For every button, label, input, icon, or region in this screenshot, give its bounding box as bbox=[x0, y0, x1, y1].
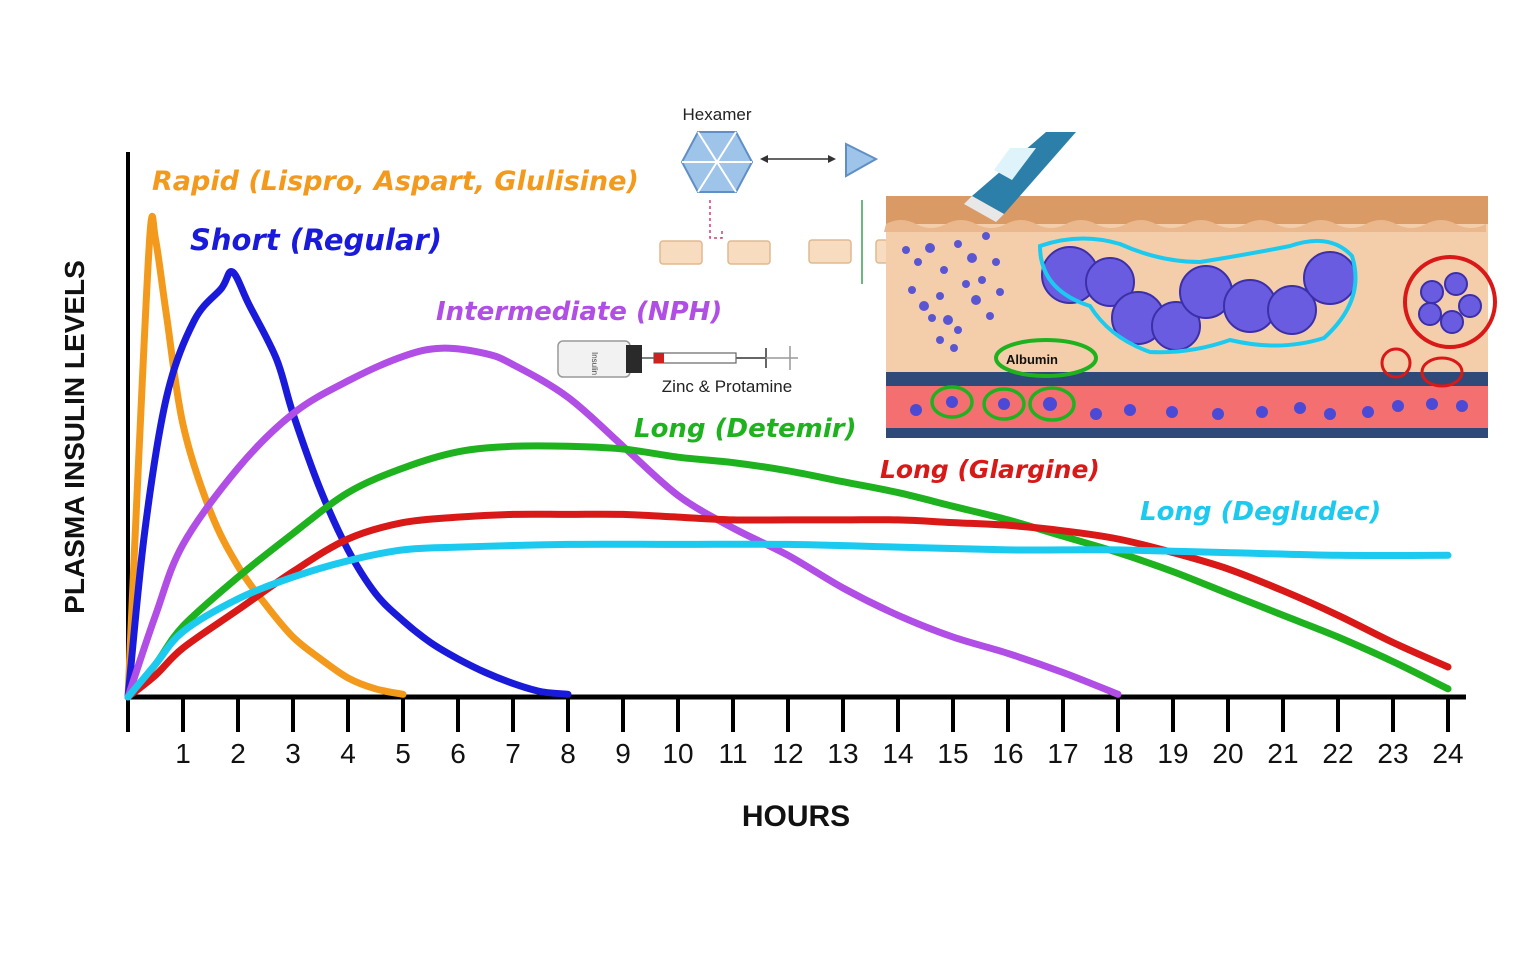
x-tick-label: 1 bbox=[175, 738, 191, 769]
albumin-label: Albumin bbox=[1006, 352, 1058, 367]
x-tick-label: 14 bbox=[882, 738, 913, 769]
insulin-pen-icon bbox=[964, 132, 1076, 222]
monomer-icon bbox=[845, 142, 879, 178]
glargine-dimer-circle bbox=[1420, 356, 1464, 388]
x-tick-label: 19 bbox=[1157, 738, 1188, 769]
depot-particles bbox=[902, 232, 1004, 352]
x-tick-label: 7 bbox=[505, 738, 521, 769]
x-axis-label: HOURS bbox=[742, 800, 850, 833]
x-tick-label: 23 bbox=[1377, 738, 1408, 769]
series-label-glargine: Long (Glargine) bbox=[880, 455, 1100, 484]
insulin-vial-icon: Insulin bbox=[557, 340, 642, 378]
glargine-hexamer-circle bbox=[1403, 255, 1497, 349]
glargine-hexamer bbox=[1418, 272, 1482, 334]
zinc-protamine-label: Zinc & Protamine bbox=[662, 377, 792, 396]
series-line-rapid bbox=[124, 212, 407, 701]
x-tick-label: 15 bbox=[937, 738, 968, 769]
x-tick-label: 9 bbox=[615, 738, 631, 769]
x-tick-label: 4 bbox=[340, 738, 356, 769]
x-tick-label: 11 bbox=[718, 738, 747, 769]
series-label-rapid: Rapid (Lispro, Aspart, Glulisine) bbox=[152, 166, 639, 197]
x-axis-ticks bbox=[181, 697, 1450, 732]
hexamer-icon bbox=[680, 131, 754, 193]
x-tick-label: 3 bbox=[285, 738, 301, 769]
x-tick-label: 17 bbox=[1047, 738, 1078, 769]
blood-vessel bbox=[886, 386, 1488, 428]
x-tick-label: 2 bbox=[230, 738, 246, 769]
x-tick-label: 8 bbox=[560, 738, 576, 769]
crystal-blocks bbox=[659, 239, 889, 265]
series-line-degludec bbox=[124, 540, 1452, 701]
glargine-monomer-circle bbox=[1380, 347, 1412, 379]
series-label-degludec: Long (Degludec) bbox=[1140, 497, 1381, 527]
degludec-chain-outline bbox=[1037, 236, 1358, 355]
x-tick-label: 5 bbox=[395, 738, 411, 769]
series-label-intermediate: Intermediate (NPH) bbox=[436, 297, 722, 327]
x-tick-label: 24 bbox=[1432, 738, 1463, 769]
bloodstream-particles bbox=[910, 396, 1468, 420]
series-line-glargine bbox=[124, 510, 1452, 701]
x-tick-label: 12 bbox=[772, 738, 803, 769]
bound-insulin-circles bbox=[930, 385, 1076, 422]
x-tick-label: 21 bbox=[1267, 738, 1298, 769]
series-line-detemir bbox=[124, 442, 1452, 701]
x-tick-label: 13 bbox=[827, 738, 858, 769]
x-tick-label: 10 bbox=[662, 738, 693, 769]
syringe-icon bbox=[642, 346, 798, 370]
y-axis-label: PLASMA INSULIN LEVELS bbox=[59, 260, 90, 614]
absorption-illustration: Hexamer Insulin bbox=[557, 105, 1497, 438]
x-tick-label: 16 bbox=[992, 738, 1023, 769]
x-tick-label: 6 bbox=[450, 738, 466, 769]
x-tick-label: 22 bbox=[1322, 738, 1353, 769]
series-line-short bbox=[124, 267, 572, 701]
legend-labels: Rapid (Lispro, Aspart, Glulisine) Short … bbox=[152, 166, 1381, 527]
arrow-head-right-icon bbox=[828, 155, 836, 163]
x-tick-label: 20 bbox=[1212, 738, 1243, 769]
vessel-wall bbox=[886, 372, 1488, 386]
series-label-detemir: Long (Detemir) bbox=[634, 414, 856, 444]
albumin-circle bbox=[994, 338, 1098, 378]
vial-label: Insulin bbox=[590, 352, 599, 375]
hexamer-label: Hexamer bbox=[683, 105, 752, 124]
x-tick-label: 18 bbox=[1102, 738, 1133, 769]
series-lines bbox=[124, 212, 1452, 701]
dotted-arrow bbox=[709, 200, 723, 239]
series-line-intermediate bbox=[124, 344, 1122, 701]
series-label-short: Short (Regular) bbox=[190, 223, 442, 257]
arrow-head-left-icon bbox=[760, 155, 768, 163]
